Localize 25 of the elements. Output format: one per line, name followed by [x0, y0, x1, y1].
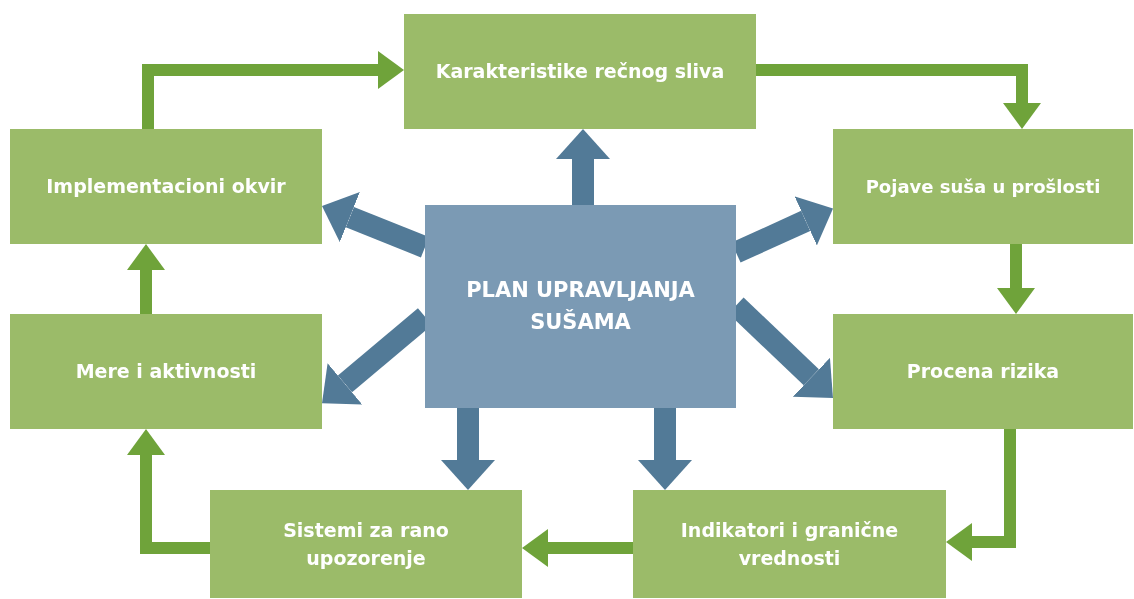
box-label: Implementacioni okvir [46, 174, 286, 200]
arrow [756, 64, 1041, 129]
process-box [10, 314, 322, 429]
arrow [638, 408, 692, 490]
arrow [127, 429, 210, 554]
arrow [946, 429, 1016, 561]
arrow [997, 244, 1035, 314]
box-label: Sistemi za rano upozorenje [282, 517, 450, 571]
arrow [127, 244, 165, 314]
process-box [833, 314, 1133, 429]
box-label: PLAN UPRAVLJANJA SUŠAMA [465, 277, 696, 336]
central-box [425, 205, 736, 408]
box-label: Procena rizika [906, 359, 1060, 385]
arrow [441, 408, 495, 490]
box-label: Indikatori i granične vrednosti [679, 517, 900, 571]
process-box [833, 129, 1133, 244]
process-box [633, 490, 946, 598]
box-label: Pojave suša u prošlosti [865, 175, 1101, 199]
process-box [10, 129, 322, 244]
box-label: Karakteristike rečnog sliva [435, 59, 725, 85]
arrow [522, 529, 633, 567]
process-box [210, 490, 522, 598]
box-label: Mere i aktivnosti [75, 359, 257, 385]
process-box [404, 14, 756, 129]
arrow [142, 51, 404, 129]
